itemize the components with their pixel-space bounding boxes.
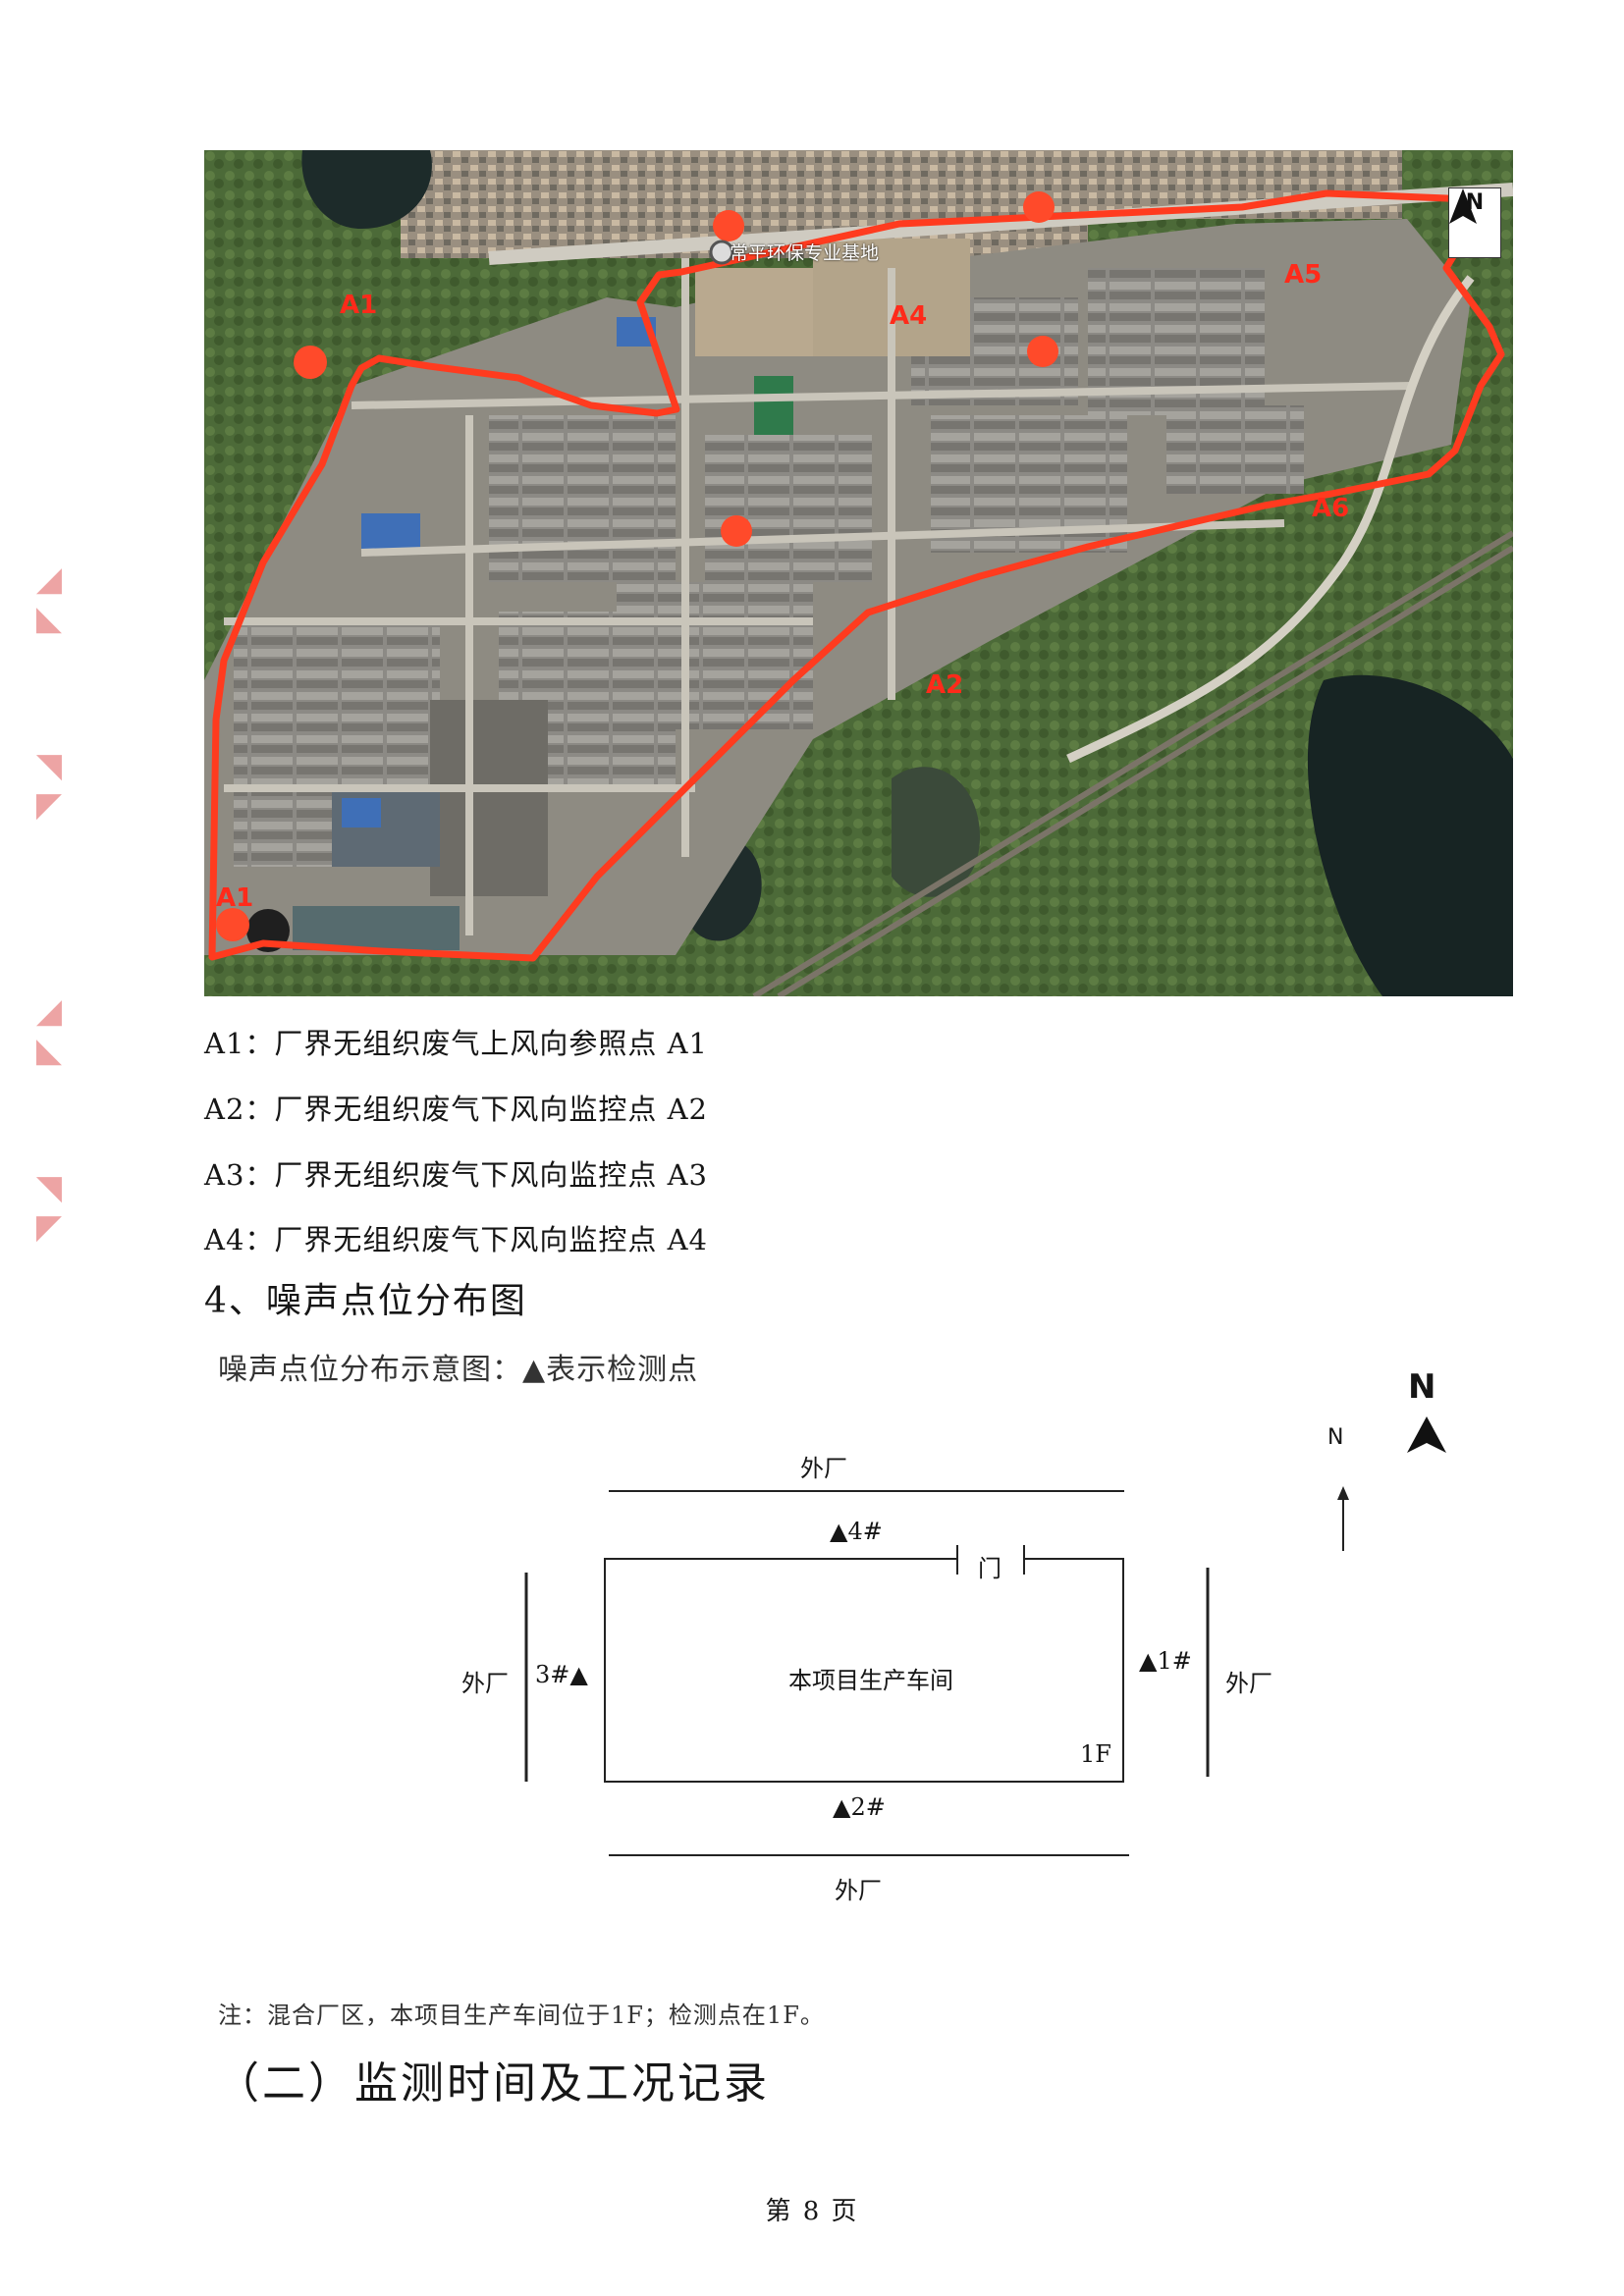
point-label-a5: A5 bbox=[1284, 260, 1323, 290]
outside-bottom-label: 外厂 bbox=[835, 1877, 882, 1904]
map-north-indicator: N bbox=[1448, 187, 1501, 258]
point-label-a6: A6 bbox=[1312, 494, 1350, 523]
noise-point-3: 3#▲ bbox=[535, 1661, 588, 1688]
stamp-fragment: ◢◣ bbox=[29, 560, 69, 638]
page-number: 第 8 页 bbox=[765, 2197, 859, 2226]
noise-point-1: ▲1# bbox=[1139, 1647, 1192, 1675]
legend-line-a3: A3：厂界无组织废气下风向监控点 A3 bbox=[204, 1158, 709, 1192]
outside-left-label: 外厂 bbox=[461, 1670, 509, 1697]
satellite-map: 常平环保专业基地 A1 A1 A4 A5 A6 A2 N bbox=[204, 150, 1513, 996]
map-graphic bbox=[204, 150, 1513, 996]
noise-point-2: ▲2# bbox=[833, 1793, 886, 1821]
diagram-north-plain: N bbox=[1327, 1425, 1344, 1450]
outside-right-label: 外厂 bbox=[1225, 1670, 1272, 1697]
noise-point-4: ▲4# bbox=[830, 1518, 883, 1545]
point-label-a2: A2 bbox=[926, 670, 964, 700]
point-label-a1-top: A1 bbox=[340, 291, 378, 320]
noise-caption: 噪声点位分布示意图：▲表示检测点 bbox=[218, 1353, 699, 1387]
point-label-a1-low: A1 bbox=[216, 883, 254, 913]
door-label: 门 bbox=[978, 1555, 1001, 1582]
diagram-north-bold: N bbox=[1408, 1367, 1436, 1407]
legend-line-a1: A1：厂界无组织废气上风向参照点 A1 bbox=[204, 1027, 709, 1060]
workshop-label: 本项目生产车间 bbox=[788, 1667, 953, 1694]
monitoring-points bbox=[216, 191, 1058, 941]
stamp-fragment: ◢◣ bbox=[29, 991, 69, 1070]
stamp-fragment: ◥◤ bbox=[29, 746, 69, 825]
section-title-monitoring-time: （二）监测时间及工况记录 bbox=[216, 2058, 770, 2109]
road-name-label: 常平环保专业基地 bbox=[730, 242, 880, 264]
section-title-noise-map: 4、噪声点位分布图 bbox=[204, 1281, 527, 1321]
floor-label: 1F bbox=[1080, 1740, 1111, 1768]
diagram-note: 注：混合厂区，本项目生产车间位于1F；检测点在1F。 bbox=[218, 2002, 825, 2029]
point-label-a4: A4 bbox=[890, 301, 928, 331]
stamp-fragment: ◥◤ bbox=[29, 1168, 69, 1247]
north-arrow-icon bbox=[1449, 188, 1477, 224]
outside-top-label: 外厂 bbox=[800, 1455, 847, 1482]
legend-line-a4: A4：厂界无组织废气下风向监控点 A4 bbox=[204, 1223, 709, 1256]
legend-line-a2: A2：厂界无组织废气下风向监控点 A2 bbox=[204, 1093, 709, 1126]
